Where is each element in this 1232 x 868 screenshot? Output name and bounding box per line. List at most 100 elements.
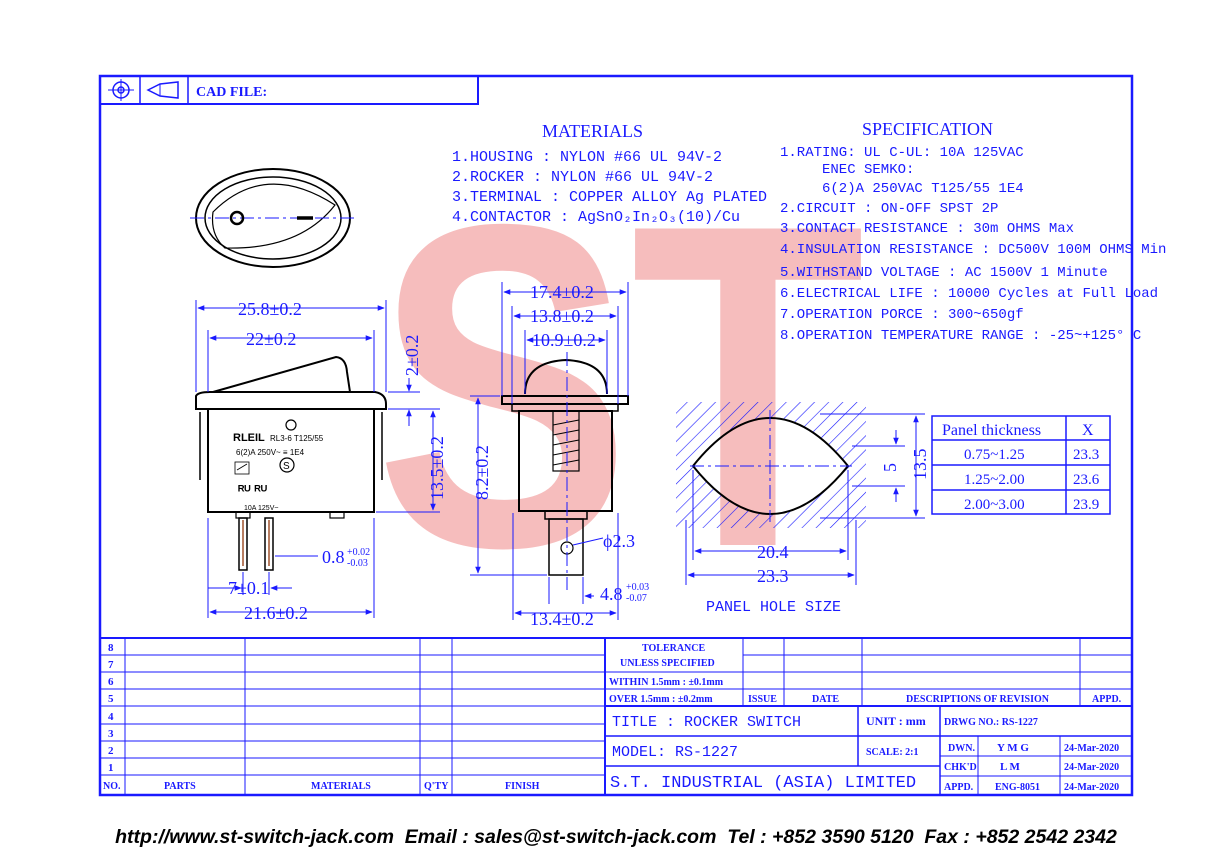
- contact-footer: http://www.st-switch-jack.com Email : sa…: [115, 826, 1117, 848]
- dwn-value: Y M G: [997, 742, 1029, 754]
- spec-item-3: 6(2)A 250VAC T125/55 1E4: [822, 181, 1024, 197]
- panel-table-row-3-x: 23.9: [1073, 497, 1099, 513]
- spec-item-2: ENEC SEMKO:: [822, 162, 914, 178]
- parts-row-3: 3: [108, 728, 114, 740]
- spec-title: SPECIFICATION: [862, 119, 993, 139]
- parts-row-2: 2: [108, 745, 114, 757]
- watermark-text: ST: [375, 130, 865, 643]
- front-dim-5: ϕ2.3: [603, 531, 635, 551]
- parts-row-4: 4: [108, 711, 114, 723]
- side-dim-2: 22±0.2: [246, 329, 296, 349]
- panel-table-header-x: X: [1082, 422, 1094, 439]
- title-text: TITLE : ROCKER SWITCH: [612, 714, 801, 731]
- spec-item-9: 7.OPERATION PORCE : 300~650gf: [780, 307, 1024, 323]
- side-dim-5-tol-up: +0.02: [347, 547, 370, 558]
- materials-item-2: 2.ROCKER : NYLON #66 UL 94V-2: [452, 169, 713, 186]
- panel-dim-1: 20.4: [757, 542, 789, 562]
- side-dim-4: 13.5±0.2: [427, 436, 447, 500]
- company-text: S.T. INDUSTRIAL (ASIA) LIMITED: [610, 774, 916, 793]
- tolerance-line-1: TOLERANCE: [642, 643, 705, 654]
- body-label-rating2: 10A 125V~: [244, 505, 278, 512]
- panel-dim-2: 23.3: [757, 566, 789, 586]
- spec-item-1: 1.RATING: UL C-UL: 10A 125VAC: [780, 145, 1024, 161]
- front-dim-6: 4.8: [600, 584, 623, 604]
- side-dim-3: 2±0.2: [402, 335, 422, 376]
- parts-row-8: 8: [108, 642, 114, 654]
- parts-header-materials: MATERIALS: [311, 781, 371, 792]
- panel-dim-3: 5: [880, 463, 900, 472]
- panel-table-row-2-thickness: 1.25~2.00: [964, 472, 1025, 488]
- panel-thickness-table: Panel thickness X 0.75~1.25 23.3 1.25~2.…: [931, 415, 1111, 515]
- revision-date: DATE: [812, 694, 839, 705]
- side-dim-5-tol-down: -0.03: [347, 558, 368, 569]
- specification-section: SPECIFICATION 1.RATING: UL C-UL: 10A 125…: [780, 119, 1166, 344]
- model-text: MODEL: RS-1227: [612, 744, 738, 761]
- front-dim-1: 17.4±0.2: [530, 282, 594, 302]
- parts-row-1: 1: [108, 762, 114, 774]
- appd-date: 24-Mar-2020: [1064, 782, 1119, 793]
- spec-item-5: 3.CONTACT RESISTANCE : 30m OHMS Max: [780, 221, 1074, 237]
- scale-text: SCALE: 2:1: [866, 747, 919, 758]
- spec-item-7: 5.WITHSTAND VOLTAGE : AC 1500V 1 Minute: [780, 265, 1108, 281]
- watermark: ST: [375, 130, 865, 643]
- panel-hole-caption: PANEL HOLE SIZE: [706, 599, 841, 616]
- front-dim-2: 13.8±0.2: [530, 306, 594, 326]
- materials-item-4: 4.CONTACTOR : AgSnO₂In₂O₃(10)/Cu: [452, 209, 740, 226]
- panel-dim-4: 13.5: [910, 449, 930, 481]
- bottom-tables: 8 7 6 5 4 3 2 1 NO. PARTS MATERIALS Q'TY…: [100, 637, 1132, 795]
- side-view: S RLEIL RL3-6 T125/55 6(2)A 250V~ ≡ 1E4 …: [195, 299, 447, 623]
- appd-label: APPD.: [944, 782, 974, 793]
- panel-hole-view: 20.4 23.3 5 13.5 PANEL HOLE SIZE: [676, 402, 930, 616]
- tolerance-line-3: WITHIN 1.5mm : ±0.1mm: [609, 677, 724, 688]
- unit-text: UNIT : mm: [866, 714, 926, 728]
- top-view-oval: [190, 168, 356, 268]
- drwg-no-text: DRWG NO.: RS-1227: [944, 717, 1038, 728]
- front-view: 17.4±0.2 13.8±0.2 10.9±0.2 8.2±0.2 ϕ2.3 …: [470, 282, 649, 629]
- parts-header-qty: Q'TY: [424, 781, 449, 792]
- front-dim-6-tol-up: +0.03: [626, 582, 649, 593]
- revision-appd: APPD.: [1092, 694, 1122, 705]
- materials-item-3: 3.TERMINAL : COPPER ALLOY Ag PLATED: [452, 189, 767, 206]
- appd-value: ENG-8051: [995, 782, 1040, 793]
- chkd-label: CHK'D: [944, 762, 977, 773]
- side-dim-6: 7±0.1: [228, 578, 269, 598]
- spec-item-4: 2.CIRCUIT : ON-OFF SPST 2P: [780, 201, 998, 217]
- side-dim-7: 21.6±0.2: [244, 603, 308, 623]
- front-dim-6-tol-down: -0.07: [626, 593, 647, 604]
- front-dim-3: 10.9±0.2: [532, 330, 596, 350]
- panel-table-header-thickness: Panel thickness: [942, 422, 1041, 439]
- front-dim-7: 13.4±0.2: [530, 609, 594, 629]
- spec-item-8: 6.ELECTRICAL LIFE : 10000 Cycles at Full…: [780, 286, 1158, 302]
- panel-table-row-1-x: 23.3: [1073, 447, 1099, 463]
- front-dim-4: 8.2±0.2: [472, 445, 492, 500]
- materials-section: MATERIALS 1.HOUSING : NYLON #66 UL 94V-2…: [452, 121, 767, 226]
- materials-item-1: 1.HOUSING : NYLON #66 UL 94V-2: [452, 149, 722, 166]
- revision-descriptions: DESCRIPTIONS OF REVISION: [906, 694, 1050, 705]
- dwn-label: DWN.: [948, 743, 975, 754]
- header-box: CAD FILE:: [99, 75, 479, 105]
- parts-row-7: 7: [108, 659, 114, 671]
- chkd-value: L M: [1000, 761, 1020, 773]
- panel-table-row-3-thickness: 2.00~3.00: [964, 497, 1025, 513]
- cad-file-label: CAD FILE:: [196, 85, 267, 100]
- tolerance-line-2: UNLESS SPECIFIED: [620, 658, 715, 669]
- panel-table-row-1-thickness: 0.75~1.25: [964, 447, 1025, 463]
- chkd-date: 24-Mar-2020: [1064, 762, 1119, 773]
- materials-title: MATERIALS: [542, 121, 643, 141]
- body-label-s: S: [283, 461, 290, 472]
- tolerance-line-4: OVER 1.5mm : ±0.2mm: [609, 694, 713, 705]
- drawing-frame: [98, 74, 1134, 797]
- parts-header-parts: PARTS: [164, 781, 196, 792]
- parts-row-5: 5: [108, 693, 114, 705]
- body-label-model: RL3-6 T125/55: [270, 434, 324, 443]
- spec-item-6: 4.INSULATION RESISTANCE : DC500V 100M OH…: [780, 242, 1166, 258]
- parts-row-6: 6: [108, 676, 114, 688]
- parts-header-finish: FINISH: [505, 781, 540, 792]
- spec-item-10: 8.OPERATION TEMPERATURE RANGE : -25~+125…: [780, 328, 1141, 344]
- dwn-date: 24-Mar-2020: [1064, 743, 1119, 754]
- body-label-ul-marks: ᴿᵁ ᴿᵁ: [238, 482, 267, 498]
- projection-symbol-icon: [108, 79, 179, 101]
- parts-header-no: NO.: [103, 781, 121, 792]
- revision-issue: ISSUE: [748, 694, 777, 705]
